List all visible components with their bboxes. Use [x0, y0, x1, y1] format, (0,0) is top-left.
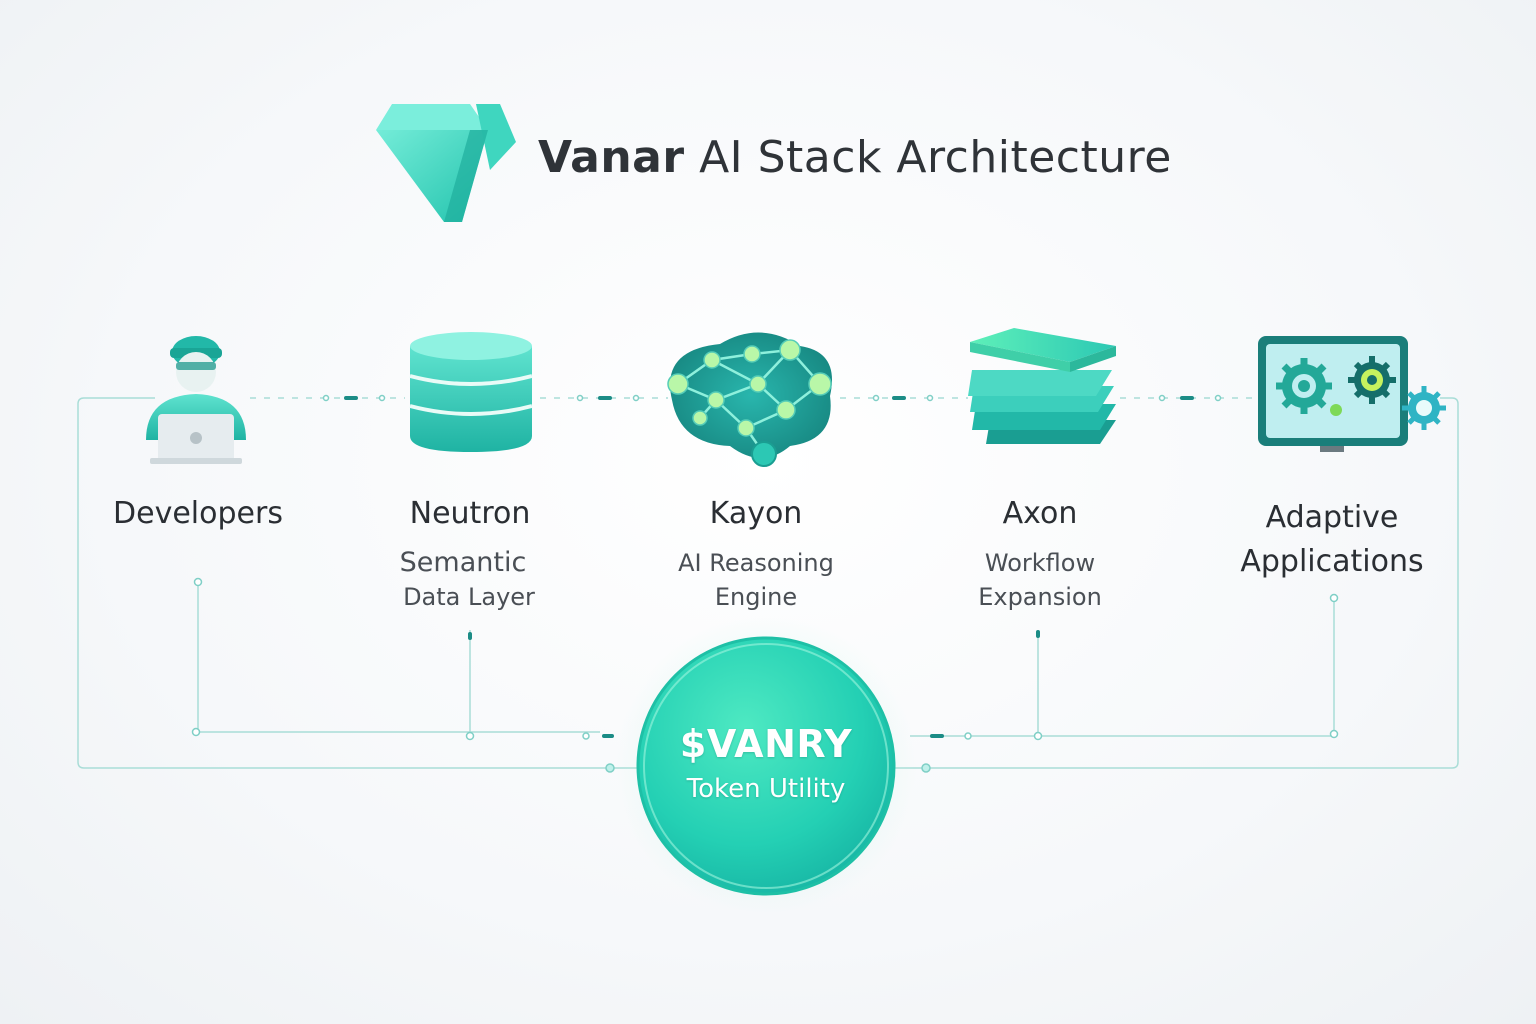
token-circle [616, 616, 916, 916]
layers-icon [968, 328, 1116, 444]
node-axon-subtitle-line1: Workflow [984, 549, 1096, 577]
monitor-gears-icon [1258, 336, 1446, 452]
node-adaptive-name-line1: Adaptive [1265, 500, 1399, 535]
node-kayon-subtitle-line1: AI Reasoning [678, 549, 834, 577]
node-kayon-subtitle-line2: Engine [714, 583, 798, 611]
vanar-logo [376, 104, 516, 222]
node-axon-name: Axon [1002, 496, 1078, 531]
token-utility-label: Token Utility [686, 774, 846, 804]
token-symbol: $VANRY [679, 722, 853, 766]
title-rest: AI Stack Architecture [699, 132, 1172, 183]
database-icon [409, 332, 533, 452]
page-title: Vanar AI Stack Architecture [538, 132, 1172, 183]
node-kayon-name: Kayon [709, 496, 803, 531]
node-neutron-name: Neutron [409, 496, 531, 531]
node-neutron-subtitle: Semantic Data Layer [374, 546, 564, 614]
title-brand: Vanar [538, 132, 685, 183]
node-adaptive-name-line2: Applications [1240, 544, 1424, 579]
node-adaptive-name: Adaptive Applications [1220, 496, 1444, 584]
node-developers-name: Developers [113, 496, 283, 531]
connector-dots [191, 394, 1339, 773]
node-kayon-subtitle: AI Reasoning Engine [656, 546, 856, 614]
node-axon-subtitle-line2: Expansion [978, 583, 1102, 611]
node-neutron-subtitle-line1: Semantic [399, 547, 527, 578]
node-neutron-subtitle-line2: Data Layer [403, 583, 535, 611]
developer-laptop-icon [146, 336, 246, 464]
token-label: $VANRY Token Utility [636, 722, 896, 804]
neural-network-icon [667, 332, 832, 467]
connector-dashes [344, 396, 1194, 738]
node-axon-subtitle: Workflow Expansion [940, 546, 1140, 614]
